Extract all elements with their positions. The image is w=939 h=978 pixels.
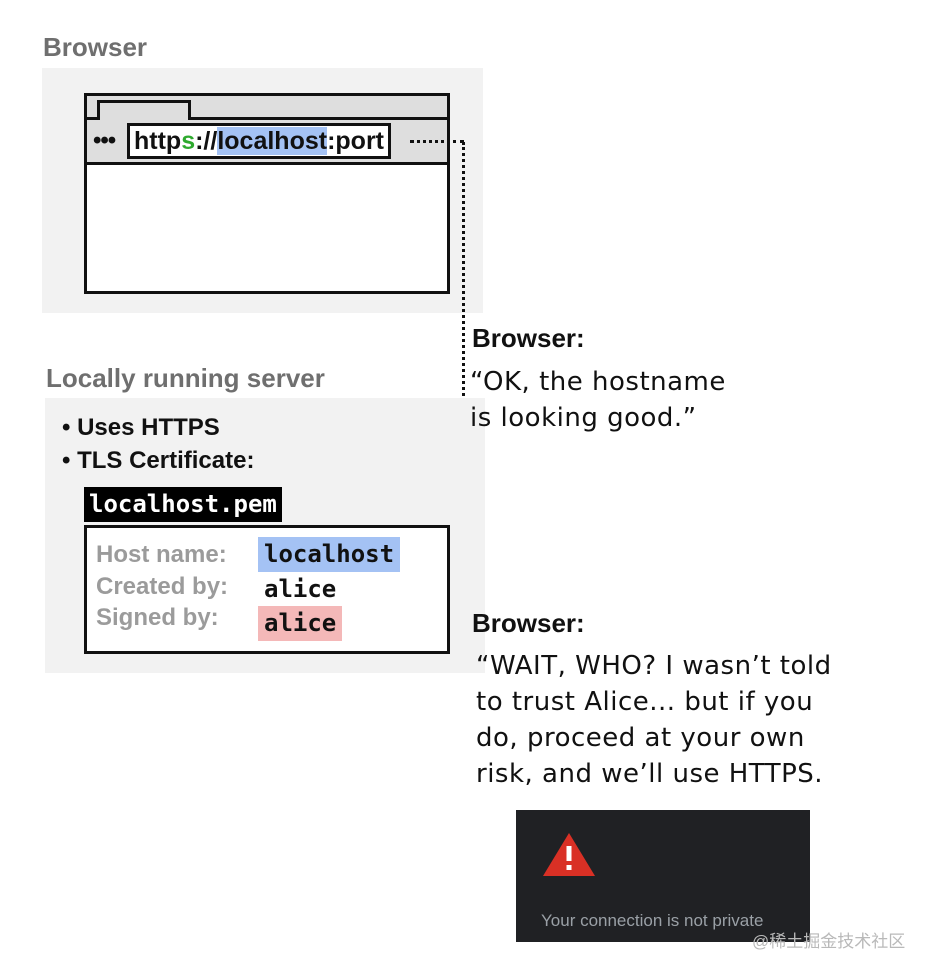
reaction-1-speaker: Browser: — [472, 323, 585, 353]
reaction-2-line: risk, and we’ll use HTTPS. — [476, 759, 824, 789]
warning-triangle-icon — [543, 833, 595, 876]
cert-value-created-by: alice — [264, 575, 337, 603]
cert-key-signed-by: Signed by: — [96, 604, 219, 631]
url-separator: :// — [195, 127, 218, 155]
url-host: localhost — [217, 127, 328, 155]
privacy-warning-screenshot: Your connection is not private — [516, 810, 810, 942]
browser-window-illustration: ••• https://localhost:port — [84, 93, 450, 294]
url-scheme: http — [134, 127, 182, 155]
watermark: @稀土掘金技术社区 — [752, 932, 906, 951]
address-bar: https://localhost:port — [127, 123, 391, 159]
server-section-title: Locally running server — [46, 363, 325, 393]
reaction-2-speech: “WAIT, WHO? I wasn’t told to trust Alice… — [476, 648, 832, 792]
browser-tab — [97, 100, 191, 120]
cert-file-label: localhost.pem — [84, 487, 282, 522]
bullet-uses-https: • Uses HTTPS — [62, 414, 220, 441]
menu-dots-icon: ••• — [93, 127, 116, 154]
cert-key-created-by: Created by: — [96, 573, 229, 600]
reaction-2-line: “WAIT, WHO? I wasn’t told — [476, 651, 832, 681]
reaction-1-line: is looking good.” — [470, 403, 697, 433]
reaction-2-speaker: Browser: — [472, 608, 585, 638]
cert-value-hostname: localhost — [258, 537, 401, 572]
reaction-2-line: to trust Alice... but if you — [476, 687, 814, 717]
tab-baseline-left — [87, 117, 100, 120]
url-port: :port — [327, 127, 384, 155]
bullet-tls-certificate: • TLS Certificate: — [62, 447, 255, 474]
cert-key-hostname: Host name: — [96, 541, 227, 568]
connector-vertical — [462, 142, 465, 552]
warning-message: Your connection is not private — [541, 911, 764, 930]
browser-section-title: Browser — [43, 32, 148, 62]
reaction-1-speech: “OK, the hostname is looking good.” — [470, 364, 726, 436]
reaction-1-line: “OK, the hostname — [470, 367, 726, 397]
reaction-2-line: do, proceed at your own — [476, 723, 805, 753]
cert-value-signed-by: alice — [258, 606, 343, 641]
connector-url-horizontal — [410, 140, 464, 143]
url-secure-s: s — [181, 127, 196, 155]
tab-baseline-right — [188, 117, 447, 120]
toolbar-divider — [87, 162, 447, 165]
